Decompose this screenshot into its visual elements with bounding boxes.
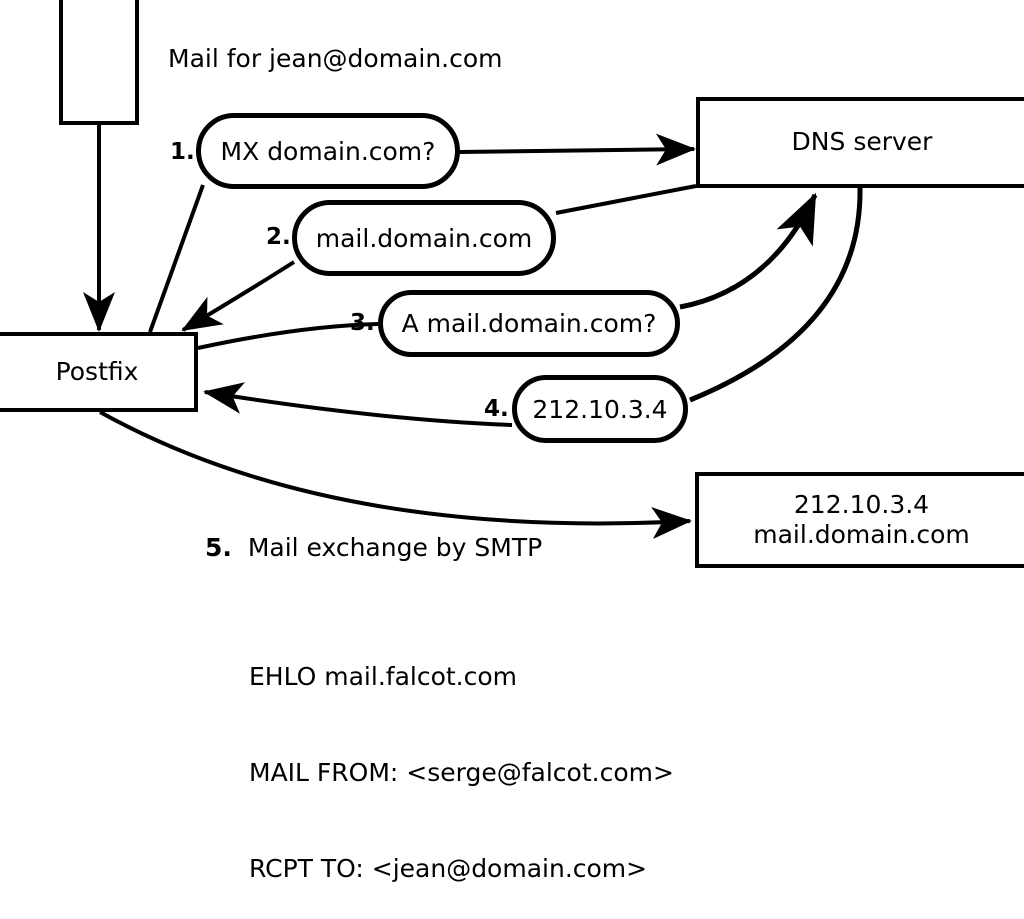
step-2-bubble: mail.domain.com [292,200,556,276]
dns-server-node: DNS server [696,97,1024,188]
step-1-number: 1. [170,139,195,165]
step-5-spacer [232,533,248,562]
source-box [59,0,139,125]
step-4-number: 4. [484,396,509,422]
smtp-line: RCPT TO: <jean@domain.com> [249,854,648,883]
smtp-transcript: EHLO mail.falcot.com MAIL FROM: <serge@f… [249,597,674,919]
step-5-caption: 5. Mail exchange by SMTP [205,533,542,562]
step-3-number: 3. [350,310,375,336]
step-4-bubble: 212.10.3.4 [512,375,688,443]
step-3-bubble-label: A mail.domain.com? [401,309,657,338]
step-4-bubble-label: 212.10.3.4 [532,394,668,424]
incoming-mail-label: Mail for jean@domain.com [168,44,503,73]
connector-dns-to-step4-bubble [689,187,863,403]
connector-postfix-to-mail-server [99,410,692,539]
postfix-label: Postfix [55,356,139,386]
connector-dns-to-step2-bubble [555,184,697,215]
connector-postfix-to-step1-bubble [148,184,205,333]
mail-server-node: 212.10.3.4 mail.domain.com [695,472,1024,568]
step-2-bubble-label: mail.domain.com [315,223,533,253]
step-3-bubble: A mail.domain.com? [378,290,680,357]
step-2-number: 2. [266,224,291,250]
dns-server-label: DNS server [791,127,933,157]
postfix-node: Postfix [0,332,198,412]
step-1-bubble-label: MX domain.com? [220,136,436,166]
connector-step3-to-dns [679,192,818,310]
step-1-bubble: MX domain.com? [196,113,460,189]
connector-postfix-to-step3-bubble [197,322,379,350]
mail-server-hostname: mail.domain.com [753,520,970,549]
connector-step4-to-postfix [203,382,513,427]
step-5-number: 5. [205,533,232,562]
connector-step2-to-postfix [181,260,296,332]
smtp-line: EHLO mail.falcot.com [249,662,518,691]
step-5-label: Mail exchange by SMTP [247,533,543,562]
smtp-line: MAIL FROM: <serge@falcot.com> [249,758,674,787]
mail-server-ip: 212.10.3.4 [793,489,930,519]
connector-step1-to-dns [458,133,696,166]
